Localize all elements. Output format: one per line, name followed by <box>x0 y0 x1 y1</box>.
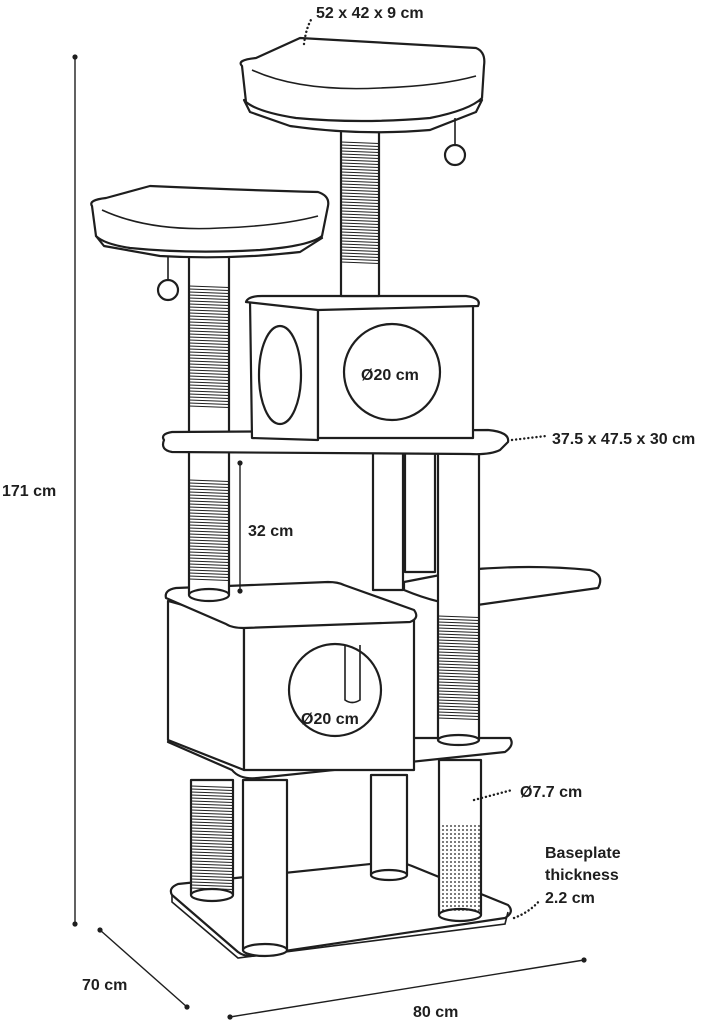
baseplate-leader <box>512 898 542 920</box>
depth-dimension <box>97 927 190 1010</box>
top-bed-size-label: 52 x 42 x 9 cm <box>316 5 424 22</box>
width-dimension <box>227 957 587 1020</box>
scratch-pad-bottom-right <box>442 825 480 911</box>
top-bed-leader <box>302 16 314 46</box>
post-diameter-label: Ø7.7 cm <box>520 784 582 801</box>
width-label: 80 cm <box>413 1004 458 1021</box>
left-bed <box>90 184 330 302</box>
sisal-rope-left-upper <box>188 285 230 409</box>
baseplate-label-line2: thickness <box>545 867 619 884</box>
bottom-post-front-left <box>189 778 235 903</box>
upper-hole-label: Ø20 cm <box>361 367 419 384</box>
baseplate-label-line3: 2.2 cm <box>545 890 595 907</box>
upper-platform-size-label: 37.5 x 47.5 x 30 cm <box>552 431 695 448</box>
top-post <box>339 108 381 298</box>
middle-post-right <box>436 448 481 747</box>
bottom-post-front-middle-foot <box>241 942 289 958</box>
post-gap-dimension <box>237 460 243 594</box>
left-post <box>187 248 231 603</box>
bottom-post-right <box>437 758 483 923</box>
top-bed <box>239 36 486 167</box>
depth-label: 70 cm <box>82 977 127 994</box>
middle-post-upper-right <box>403 448 437 574</box>
upper-house <box>244 294 480 442</box>
post-gap-label: 32 cm <box>248 523 293 540</box>
middle-post-back <box>371 448 405 592</box>
upper-platform-leader <box>510 434 548 442</box>
sisal-rope-middle-right <box>437 615 480 721</box>
bottom-post-back-middle-foot <box>369 868 409 882</box>
height-label: 171 cm <box>2 483 56 500</box>
lower-hole-label: Ø20 cm <box>301 711 359 728</box>
baseplate-label-line1: Baseplate <box>545 845 621 862</box>
sisal-rope-left-lower <box>188 479 230 582</box>
post-diameter-leader <box>472 788 514 802</box>
sisal-rope-bottom-left <box>190 785 234 891</box>
height-dimension <box>0 54 78 927</box>
bottom-post-front-middle <box>241 778 289 952</box>
sisal-rope-top <box>340 141 380 265</box>
bottom-post-back-middle <box>369 773 409 877</box>
